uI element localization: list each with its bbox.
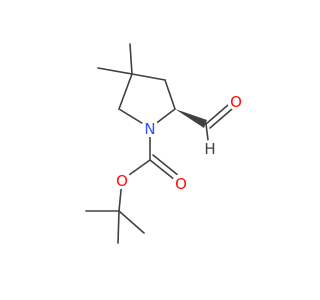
ester-oxygen-label: O <box>116 172 128 190</box>
bond-carbamate-c-o-1 <box>149 159 176 181</box>
bond-tbu-methyl-right <box>118 210 145 234</box>
atom-aldehyde-hydrogen: H <box>202 140 218 158</box>
atom-aldehyde-oxygen: O <box>227 92 245 111</box>
aldehyde-hydrogen-label: H <box>204 140 215 158</box>
bond-c2-c3 <box>164 79 176 110</box>
atom-ester-oxygen: O <box>113 171 131 190</box>
nitrogen-label: N <box>144 120 155 138</box>
bond-tbu-methyl-bottom <box>117 210 120 244</box>
bond-cho-c-h <box>205 123 209 141</box>
molecule-structure: N O H O O <box>85 43 245 244</box>
carbonyl-oxygen-label: O <box>175 175 187 193</box>
bond-carbamate-c-o-2 <box>152 154 180 177</box>
bond-c4-methyl-top <box>129 43 133 75</box>
bond-c4-methyl-left <box>97 67 133 75</box>
atom-nitrogen: N <box>141 119 159 138</box>
bond-cho-c-o-2 <box>209 108 233 129</box>
bond-cho-c-o-1 <box>205 104 229 125</box>
atom-carbonyl-oxygen: O <box>172 174 190 193</box>
bond-c4-c5 <box>118 73 133 110</box>
stereo-wedge-bond <box>175 109 207 128</box>
bond-c3-c4 <box>131 73 166 81</box>
aldehyde-oxygen-label: O <box>230 93 242 111</box>
